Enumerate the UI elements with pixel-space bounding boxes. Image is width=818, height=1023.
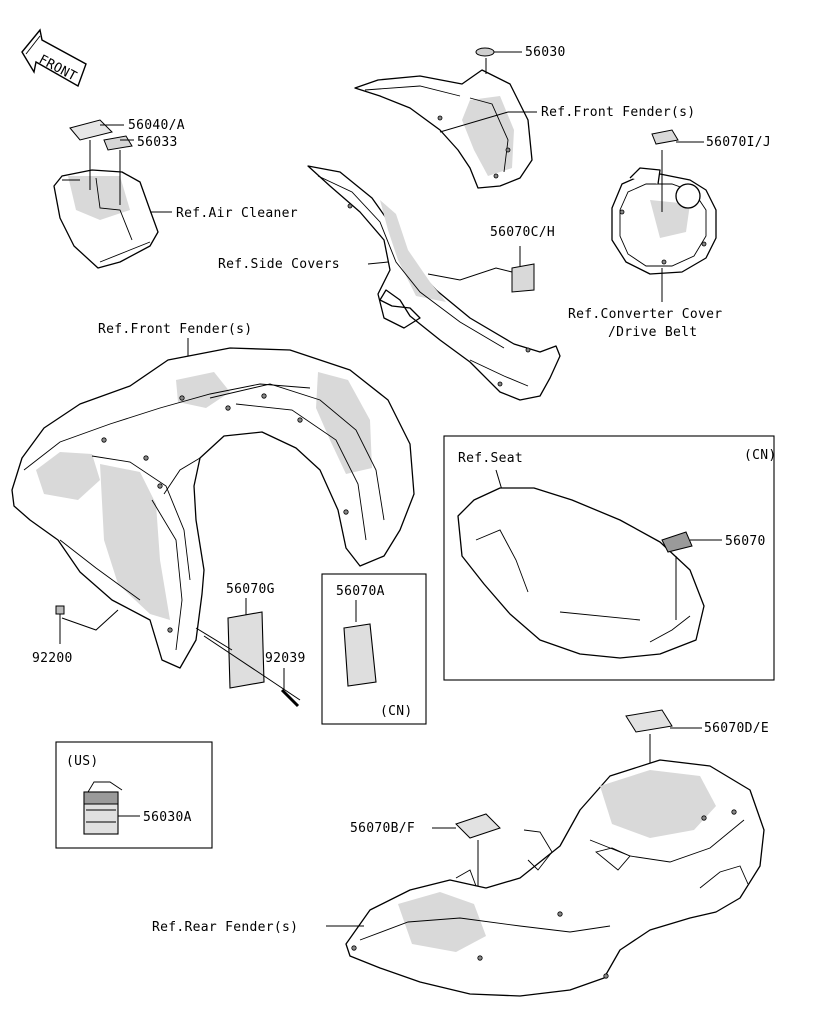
part-number-56070a: 56070A [336, 584, 385, 599]
label-56070-icon [661, 531, 693, 553]
seat [457, 487, 705, 659]
ref-front-fender-top: Ref.Front Fender(s) [541, 105, 695, 120]
label-56070a-icon [343, 623, 377, 687]
front-fender-main [11, 347, 415, 669]
part-number-92039: 92039 [265, 651, 306, 666]
front-arrow-icon: FRONT [21, 28, 87, 88]
ref-front-fender-main: Ref.Front Fender(s) [98, 322, 252, 337]
ref-rear-fender: Ref.Rear Fender(s) [152, 920, 298, 935]
part-number-56070g: 56070G [226, 582, 275, 597]
part-number-56030: 56030 [525, 45, 566, 60]
ref-side-covers: Ref.Side Covers [218, 257, 340, 272]
cn-seat: (CN) [744, 448, 777, 463]
rear-fender [345, 759, 765, 997]
cn-56070a: (CN) [380, 704, 413, 719]
front-fender-small [354, 69, 533, 189]
label-56070de-icon [625, 709, 673, 733]
clip-92200-icon [55, 605, 65, 615]
ref-converter-line1: Ref.Converter Cover [568, 307, 722, 322]
us-box [55, 741, 213, 849]
ref-seat: Ref.Seat [458, 451, 523, 466]
tag-56030a-icon [83, 781, 123, 835]
cn-56070a-box [321, 573, 427, 725]
ref-converter-line2: /Drive Belt [608, 325, 697, 340]
part-number-56070bf: 56070B/F [350, 821, 415, 836]
label-56070ij-icon [651, 129, 679, 145]
converter-cover [611, 167, 717, 275]
part-number-56070ij: 56070I/J [706, 135, 771, 150]
part-number-56030a: 56030A [143, 810, 192, 825]
part-number-56070ch: 56070C/H [490, 225, 555, 240]
cn-seat-box [443, 435, 775, 681]
label-56070bf-icon [455, 813, 501, 839]
part-number-56070: 56070 [725, 534, 766, 549]
part-number-56070de: 56070D/E [704, 721, 769, 736]
label-56070ch-icon [511, 263, 535, 293]
part-number-56040a: 56040/A [128, 118, 185, 133]
side-cover [307, 165, 561, 401]
label-56070g-icon [227, 611, 265, 689]
ref-air-cleaner: Ref.Air Cleaner [176, 206, 298, 221]
part-number-56033: 56033 [137, 135, 178, 150]
part-number-92200: 92200 [32, 651, 73, 666]
label-56030-icon [475, 47, 495, 57]
air-cleaner-cover [53, 119, 159, 269]
us-label: (US) [66, 754, 99, 769]
